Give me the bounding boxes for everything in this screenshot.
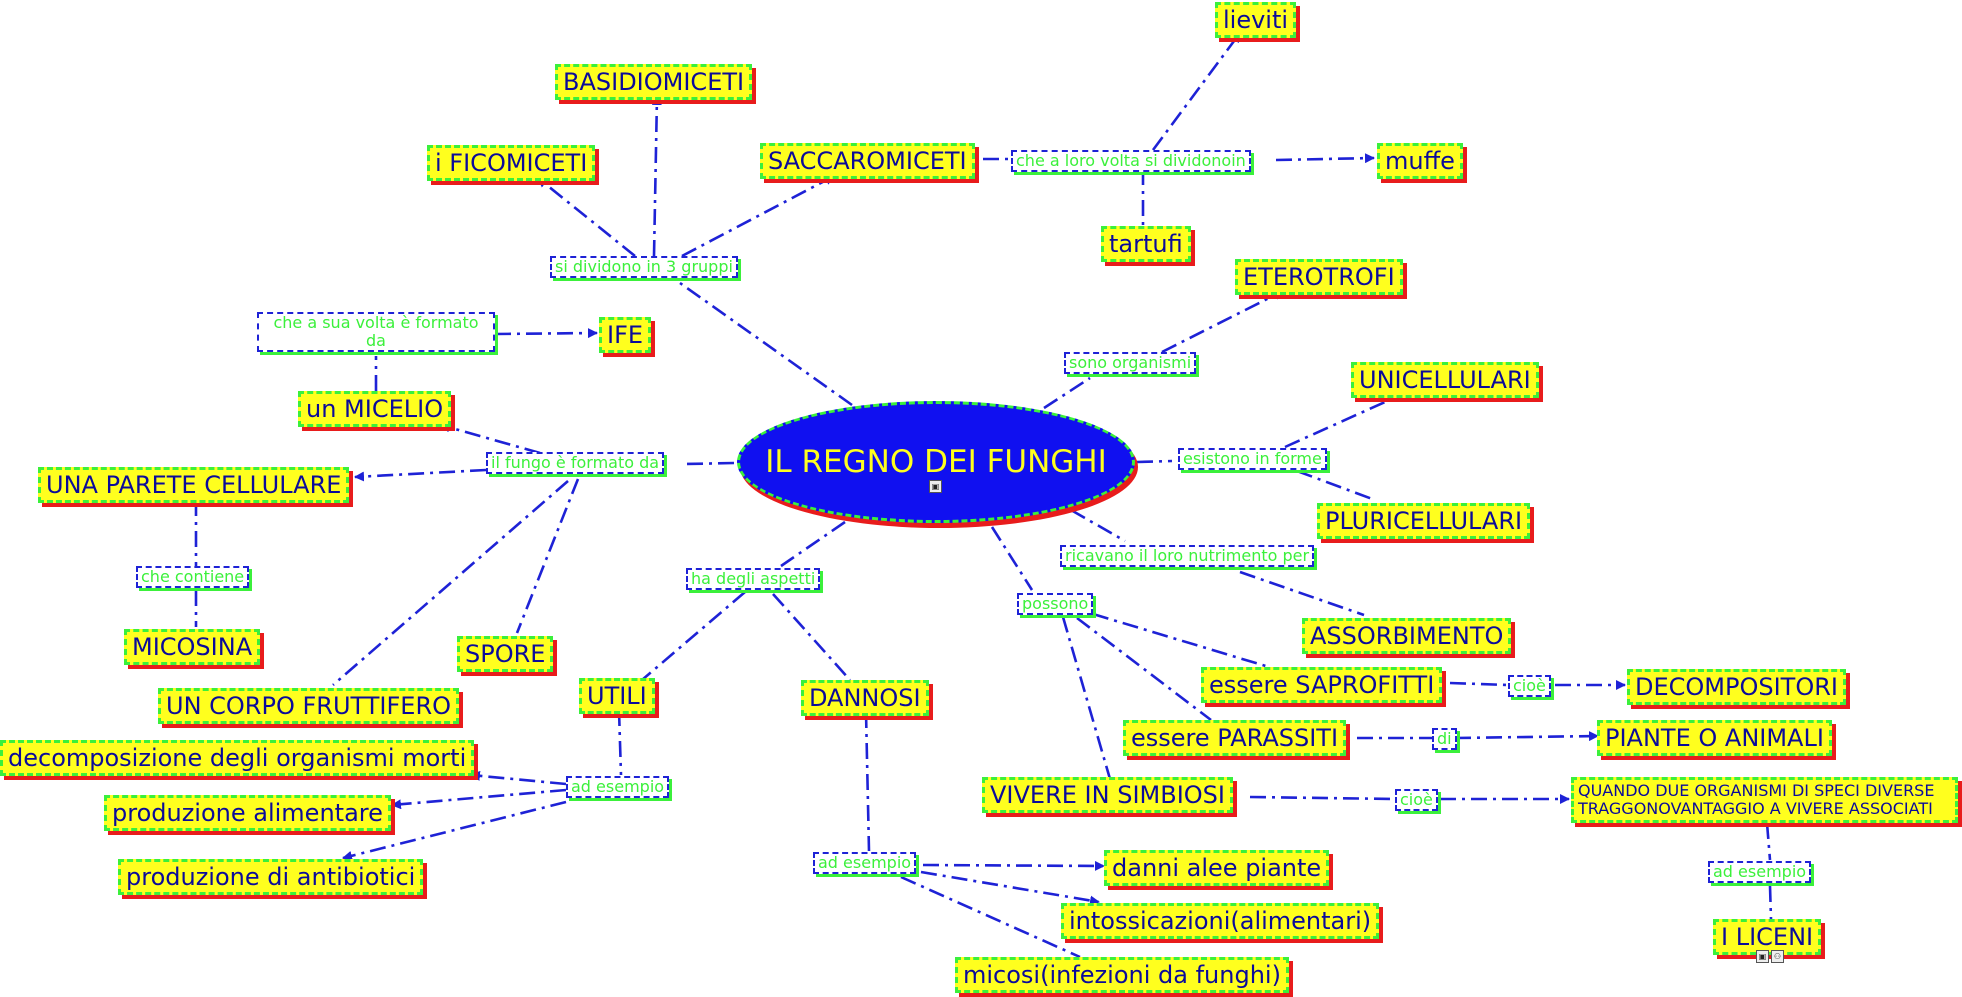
- link-saprofitti-cioe: [1449, 681, 1509, 687]
- link-adesempio-micosi: [900, 875, 1081, 959]
- link-adesempio-antibiotici: [342, 800, 567, 861]
- link-dividono-saccaromiceti: [681, 174, 835, 258]
- link-adesempio-alimentare: [391, 788, 567, 810]
- link-fungo-parete: [354, 468, 487, 482]
- link-root-esistono: [1136, 459, 1173, 464]
- link-utili-adesempio: [617, 709, 623, 776]
- concept-produzione-antibiotici[interactable]: produzione di antibiotici: [118, 859, 424, 895]
- concept-dannosi[interactable]: DANNOSI: [801, 680, 929, 716]
- link-root-fungo: [685, 461, 735, 466]
- phrase-ad-esempio-dannosi[interactable]: ad esempio: [813, 852, 917, 874]
- link-aspetti-dannosi: [772, 593, 851, 681]
- phrase-che-a-sua-volta-formato-da[interactable]: che a sua volta è formato da: [257, 312, 495, 352]
- link-simbiosi-cioe: [1249, 795, 1396, 801]
- link-possono-simbiosi: [1061, 616, 1112, 780]
- phrase-cioe-simbiosi[interactable]: cioè: [1395, 789, 1438, 811]
- phrase-che-a-loro-volta-si-dividonoin[interactable]: che a loro volta si dividonoin: [1011, 150, 1251, 172]
- link-esistono-unicellulari: [1284, 391, 1406, 449]
- concept-produzione-alimentare[interactable]: produzione alimentare: [104, 795, 391, 831]
- phrase-ad-esempio-licheni[interactable]: ad esempio: [1708, 861, 1812, 883]
- link-organismi-eterotrofi: [1161, 289, 1284, 354]
- concept-ficomiceti[interactable]: i FICOMICETI: [427, 145, 596, 181]
- concept-assorbimento[interactable]: ASSORBIMENTO: [1302, 618, 1512, 654]
- concept-piante-animali[interactable]: PIANTE O ANIMALI: [1597, 720, 1832, 756]
- concept-unicellulari[interactable]: UNICELLULARI: [1351, 362, 1539, 398]
- link-ricavano-assorbimento: [1239, 570, 1365, 617]
- link-possono-parassiti: [1076, 616, 1212, 722]
- phrase-sono-organismi[interactable]: sono organismi: [1064, 352, 1197, 374]
- concept-parassiti[interactable]: essere PARASSITI: [1123, 720, 1347, 756]
- link-adesempio-intossicazioni: [920, 870, 1100, 906]
- concept-corpo-fruttifero[interactable]: UN CORPO FRUTTIFERO: [158, 688, 460, 724]
- phrase-ha-degli-aspetti[interactable]: ha degli aspetti: [686, 568, 821, 590]
- concept-lieviti[interactable]: lieviti: [1215, 2, 1297, 38]
- link-dividono-ficomiceti: [537, 176, 636, 258]
- phrase-ricavano-nutrimento[interactable]: ricavano il loro nutrimento per: [1060, 545, 1315, 567]
- concept-saprofitti[interactable]: essere SAPROFITTI: [1201, 667, 1443, 703]
- link-dividono-basidiomiceti: [651, 95, 662, 257]
- link-root-organismi: [1043, 376, 1091, 410]
- concept-micosi[interactable]: micosi(infezioni da funghi): [955, 957, 1289, 993]
- concept-simbiosi[interactable]: VIVERE IN SIMBIOSI: [982, 777, 1233, 813]
- phrase-ad-esempio-utili[interactable]: ad esempio: [566, 776, 670, 798]
- root-concept-label: IL REGNO DEI FUNGHI: [765, 444, 1107, 480]
- concept-licheni[interactable]: I LICENI: [1713, 919, 1822, 955]
- concept-ife[interactable]: IFE: [599, 317, 652, 353]
- concept-danni-piante[interactable]: danni alee piante: [1104, 850, 1330, 886]
- concept-parete-cellulare[interactable]: UNA PARETE CELLULARE: [38, 467, 350, 503]
- link-possono-saprofitti: [1092, 612, 1270, 669]
- link-fungo-micelio: [440, 422, 541, 455]
- phrase-di[interactable]: di: [1432, 728, 1457, 750]
- concept-decompositori[interactable]: DECOMPOSITORI: [1627, 669, 1846, 705]
- concept-muffe[interactable]: muffe: [1377, 143, 1463, 179]
- link-root-ricavano: [1070, 508, 1126, 543]
- link-fungo-corpo: [332, 480, 569, 686]
- link-root-aspetti: [780, 520, 846, 568]
- link-adesempio-licheni: [1768, 885, 1773, 920]
- concept-quando-due-organismi[interactable]: QUANDO DUE ORGANISMI DI SPECI DIVERSE TR…: [1571, 777, 1958, 823]
- phrase-esistono-in-forme[interactable]: esistono in forme: [1178, 448, 1327, 470]
- concept-spore[interactable]: SPORE: [457, 636, 554, 672]
- link-esistono-pluricellulari: [1296, 469, 1376, 502]
- link-quando-adesempio: [1765, 822, 1772, 861]
- phrase-il-fungo-e-formato-da[interactable]: il fungo è formato da: [486, 452, 665, 474]
- root-concept-funghi[interactable]: IL REGNO DEI FUNGHI: [737, 401, 1135, 523]
- phrase-cioe-saprofitti[interactable]: cioè: [1508, 675, 1551, 697]
- phrase-possono[interactable]: possono: [1017, 593, 1094, 615]
- linked-map-icon[interactable]: ⚇: [1771, 950, 1784, 963]
- link-fungo-spore: [515, 478, 580, 634]
- concept-eterotrofi[interactable]: ETEROTROFI: [1235, 259, 1403, 295]
- phrase-che-contiene[interactable]: che contiene: [136, 566, 250, 588]
- concept-decomposizione[interactable]: decomposizione degli organismi morti: [0, 740, 475, 776]
- image-attachment-icon[interactable]: ▣: [929, 480, 942, 493]
- concept-tartufi[interactable]: tartufi: [1101, 226, 1191, 262]
- concept-micelio[interactable]: un MICELIO: [298, 391, 452, 427]
- concept-micosina[interactable]: MICOSINA: [124, 629, 261, 665]
- image-attachment-icon[interactable]: ▣: [1756, 950, 1769, 963]
- link-dannosi-adesempio: [864, 711, 871, 852]
- link-adesempio-decomposizione: [470, 770, 567, 786]
- concept-basidiomiceti[interactable]: BASIDIOMICETI: [555, 64, 753, 100]
- concept-utili[interactable]: UTILI: [579, 678, 655, 714]
- link-di-piante: [1454, 731, 1599, 742]
- concept-intossicazioni[interactable]: intossicazioni(alimentari): [1061, 903, 1380, 939]
- concept-saccaromiceti[interactable]: SACCAROMICETI: [760, 143, 975, 179]
- link-root-possono: [990, 526, 1034, 591]
- link-dividonoin-muffe: [1275, 153, 1375, 164]
- phrase-si-dividono-3-gruppi[interactable]: si dividono in 3 gruppi: [550, 256, 738, 278]
- link-dividonoin-lieviti: [1151, 32, 1242, 151]
- concept-pluricellulari[interactable]: PLURICELLULARI: [1317, 503, 1531, 539]
- link-formato-ife: [494, 328, 598, 339]
- link-root-dividono: [679, 281, 853, 407]
- link-aspetti-utili: [641, 591, 746, 681]
- link-adesempio-danni: [922, 860, 1105, 871]
